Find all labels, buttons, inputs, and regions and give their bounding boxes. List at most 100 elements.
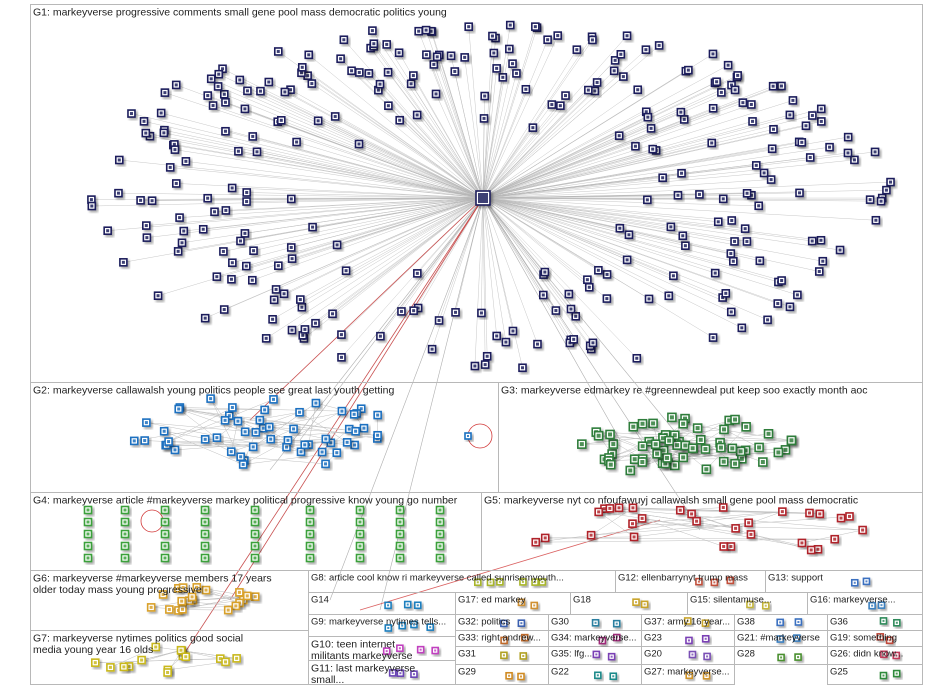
- node-g7: [221, 657, 230, 667]
- node-g30: [591, 618, 600, 627]
- node-g1: [480, 360, 490, 369]
- node-g1: [175, 213, 184, 222]
- node-g1: [551, 306, 561, 315]
- node-g9: [426, 623, 434, 631]
- node-g4: [83, 505, 93, 515]
- node-g2: [142, 418, 151, 427]
- node-g1: [450, 67, 460, 76]
- node-g7: [137, 655, 146, 665]
- node-g2: [337, 406, 347, 416]
- node-g2: [255, 415, 265, 425]
- node-g1: [287, 325, 297, 335]
- node-g5: [726, 542, 736, 551]
- group-label-g16: G16: markeyverse...: [810, 595, 896, 606]
- node-g1: [139, 117, 149, 126]
- node-g1: [354, 139, 364, 149]
- node-g3: [637, 441, 648, 451]
- node-g4: [120, 505, 130, 515]
- group-label-g3: G3: markeyverse edmarkey re #greennewdea…: [501, 385, 868, 397]
- node-g2: [264, 422, 274, 432]
- node-g1: [297, 63, 307, 72]
- node-g1: [256, 86, 265, 96]
- node-g3: [687, 443, 698, 454]
- node-g2: [464, 432, 472, 440]
- node-g4: [250, 529, 260, 539]
- node-g2: [159, 426, 169, 436]
- node-g4: [355, 517, 365, 527]
- node-g1: [214, 69, 224, 79]
- node-g1: [614, 131, 624, 140]
- node-g5: [628, 519, 637, 528]
- node-g1: [219, 89, 229, 99]
- node-g1: [242, 261, 251, 271]
- node-g33: [500, 636, 508, 645]
- node-g20: [688, 650, 697, 659]
- node-g14: [403, 600, 412, 609]
- node-g2: [373, 410, 382, 420]
- node-g1: [292, 137, 301, 147]
- node-g4: [200, 553, 210, 563]
- node-g1: [492, 331, 501, 341]
- group-label-g36: G36: [830, 617, 848, 628]
- node-g4: [120, 517, 130, 527]
- node-g1: [801, 121, 811, 131]
- node-g1: [818, 256, 828, 266]
- group-label-g9: G9: markeyverse nytimes tells...: [311, 617, 446, 628]
- node-g1: [592, 78, 602, 87]
- node-g4: [435, 553, 445, 563]
- node-g1: [341, 266, 351, 275]
- node-g5: [806, 545, 816, 555]
- node-g1: [643, 195, 652, 205]
- node-g1: [729, 256, 738, 266]
- node-g1: [368, 26, 377, 35]
- node-g1: [328, 309, 337, 319]
- node-g1: [492, 64, 501, 73]
- node-g1: [759, 168, 769, 178]
- group-label-g32: G32: politics: [458, 617, 511, 628]
- node-g3: [754, 442, 764, 453]
- node-g1: [235, 75, 245, 85]
- node-g1: [547, 100, 557, 109]
- node-g8: [519, 578, 527, 586]
- node-g1: [203, 91, 213, 100]
- node-g18: [640, 600, 649, 609]
- node-g1: [337, 330, 346, 339]
- node-g1: [793, 290, 802, 300]
- node-g1: [773, 299, 783, 308]
- node-g6: [223, 605, 233, 615]
- node-g1: [173, 247, 183, 256]
- node-g5: [605, 504, 615, 513]
- node-g7: [151, 642, 161, 652]
- node-g6: [158, 590, 168, 599]
- node-g5: [778, 507, 787, 516]
- node-g1: [383, 67, 393, 77]
- node-g1: [203, 193, 212, 203]
- node-g13: [850, 578, 859, 587]
- node-g1: [543, 35, 552, 45]
- node-g1: [240, 229, 250, 238]
- node-g3: [741, 422, 751, 432]
- node-g1: [234, 146, 243, 156]
- node-g1: [747, 100, 756, 109]
- node-g4: [395, 529, 405, 539]
- node-g5: [628, 503, 638, 513]
- node-g5: [687, 509, 696, 519]
- node-g33: [520, 633, 529, 642]
- node-g1: [785, 302, 795, 312]
- node-g5: [805, 508, 814, 518]
- node-g1: [297, 302, 307, 312]
- node-g8: [473, 578, 482, 587]
- node-g1: [632, 353, 642, 363]
- node-g1: [271, 285, 281, 294]
- node-g1: [221, 98, 230, 107]
- node-g2: [174, 404, 184, 414]
- node-g1: [817, 117, 826, 126]
- node-g1: [825, 142, 834, 152]
- node-g14: [384, 601, 392, 610]
- node-g22: [594, 671, 602, 680]
- node-g1: [602, 294, 612, 303]
- node-g1: [268, 314, 277, 324]
- node-g1: [212, 272, 222, 281]
- node-g1: [248, 275, 257, 285]
- node-g1: [409, 306, 418, 315]
